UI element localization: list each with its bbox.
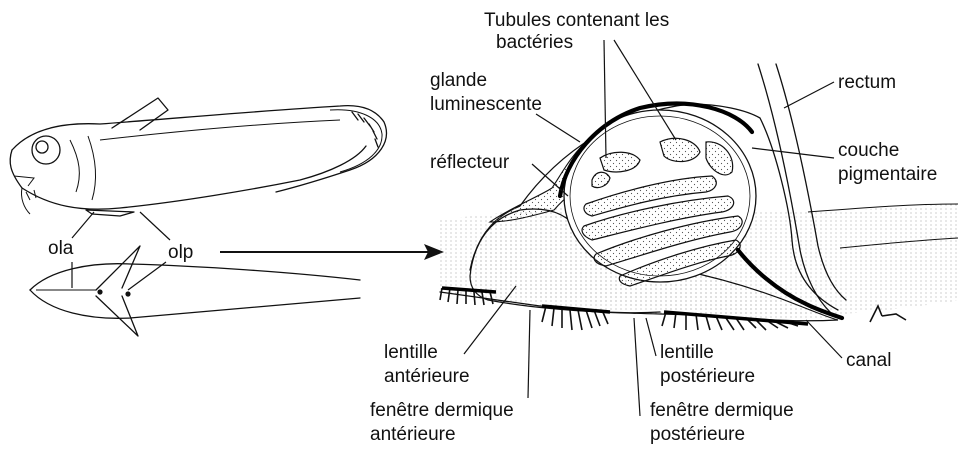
- label-fenetre-post-line1: fenêtre dermique: [650, 400, 794, 421]
- label-glande-line1: glande: [430, 70, 487, 91]
- organ-dot-posterior: [125, 291, 130, 296]
- fish-ventral-view: [30, 246, 360, 336]
- label-reflecteur: réflecteur: [430, 152, 510, 173]
- label-fenetre-post-line2: postérieure: [650, 424, 745, 445]
- label-lentille-post-line1: lentille: [660, 342, 714, 363]
- label-tubules-line1: Tubules contenant les: [484, 10, 669, 31]
- label-ola: ola: [48, 238, 74, 259]
- label-lentille-ant-line1: lentille: [384, 342, 438, 363]
- label-olp: olp: [168, 242, 193, 263]
- label-couche-line2: pigmentaire: [838, 164, 937, 185]
- label-rectum: rectum: [838, 72, 896, 93]
- fish-side-view: [10, 98, 386, 216]
- organ-dot-anterior: [97, 289, 102, 294]
- label-lentille-post-line2: postérieure: [660, 366, 755, 387]
- label-couche-line1: couche: [838, 140, 899, 161]
- label-lentille-ant-line2: antérieure: [384, 366, 470, 387]
- connector-arrow: [220, 244, 444, 260]
- label-canal: canal: [846, 350, 891, 371]
- label-fenetre-ant-line1: fenêtre dermique: [370, 400, 514, 421]
- label-fenetre-ant-line2: antérieure: [370, 424, 456, 445]
- label-tubules-line2: bactéries: [496, 32, 573, 53]
- label-glande-line2: luminescente: [430, 94, 542, 115]
